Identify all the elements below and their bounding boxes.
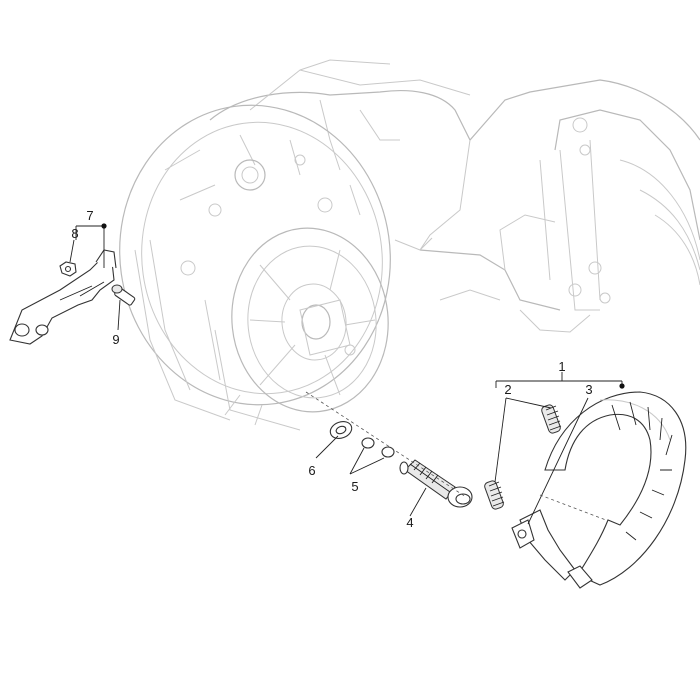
engine-casing-outline — [119, 59, 700, 431]
callout-7: 7 — [86, 208, 93, 223]
bullet-dot-7 — [101, 223, 107, 229]
callout-1: 1 — [558, 359, 565, 374]
callout-8: 8 — [71, 226, 78, 241]
callout-6: 6 — [308, 463, 315, 478]
callout-2: 2 — [504, 382, 511, 397]
nut — [59, 261, 77, 277]
bullet-dot-1 — [619, 383, 625, 389]
callout-4: 4 — [406, 515, 413, 530]
brake-lever — [9, 249, 117, 345]
brake-cam-shaft — [399, 459, 473, 508]
callout-3: 3 — [585, 382, 592, 397]
callout-5: 5 — [351, 479, 358, 494]
washer — [329, 421, 353, 439]
circlips — [361, 437, 395, 458]
brake-shoes — [511, 391, 687, 589]
leader-lines — [69, 225, 623, 525]
return-springs — [484, 404, 562, 510]
bolt — [111, 284, 136, 306]
callout-9: 9 — [112, 332, 119, 347]
